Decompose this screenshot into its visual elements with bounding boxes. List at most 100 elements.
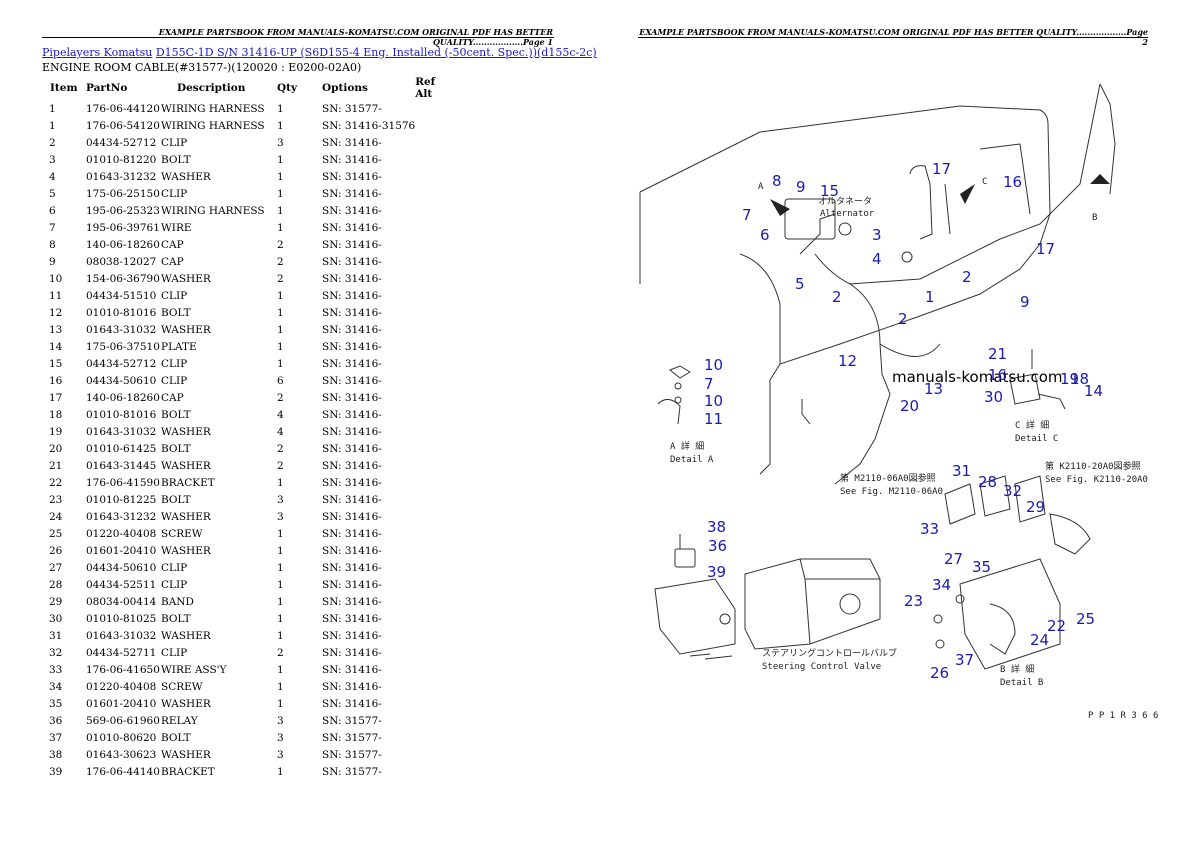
cell-quantity: 3 <box>277 714 284 727</box>
cell-item-number: 35 <box>49 697 63 710</box>
cell-description: CAP <box>161 255 184 268</box>
breadcrumb-model-link[interactable]: D155C-1D S/N 31416-UP (S6D155-4 Eng. Ins… <box>155 46 597 59</box>
callout-number: 11 <box>704 410 723 428</box>
cell-quantity: 3 <box>277 493 284 506</box>
cell-part-number: 176-06-54120 <box>86 119 160 132</box>
cell-quantity: 1 <box>277 527 284 540</box>
detail-a-label-jp: A 詳 細 <box>670 440 704 452</box>
callout-number: 6 <box>760 226 770 244</box>
cell-ref-alt <box>415 304 455 321</box>
callout-number: 16 <box>1003 173 1022 191</box>
page-header-left: EXAMPLE PARTSBOOK FROM MANUALS-KOMATSU.C… <box>158 27 553 47</box>
callout-number: 31 <box>952 462 971 480</box>
cell-options: SN: 31577- <box>322 731 382 744</box>
cell-options: SN: 31416- <box>322 323 382 336</box>
cell-options: SN: 31416-31576 <box>322 119 416 132</box>
cell-item-number: 1 <box>49 119 56 132</box>
breadcrumb-category-link[interactable]: Pipelayers Komatsu <box>42 46 153 59</box>
view-c-label: C <box>982 177 987 187</box>
callout-number: 29 <box>1026 498 1045 516</box>
cell-item-number: 29 <box>49 595 63 608</box>
cell-part-number: 176-06-44120 <box>86 102 160 115</box>
view-b-label: B <box>1092 213 1097 223</box>
col-header-ref-alt: Ref Alt <box>415 76 436 100</box>
cell-item-number: 1 <box>49 102 56 115</box>
cell-ref-alt <box>415 355 455 372</box>
cell-quantity: 1 <box>277 663 284 676</box>
cell-options: SN: 31416- <box>322 561 382 574</box>
callout-number: 26 <box>930 664 949 682</box>
cell-options: SN: 31416- <box>322 425 382 438</box>
cell-options: SN: 31416- <box>322 408 382 421</box>
cell-ref-alt <box>415 423 455 440</box>
cell-description: CLIP <box>161 561 188 574</box>
cell-quantity: 2 <box>277 238 284 251</box>
cell-quantity: 1 <box>277 765 284 778</box>
callout-number: 13 <box>924 380 943 398</box>
callout-number: 8 <box>772 172 782 190</box>
cell-options: SN: 31416- <box>322 578 382 591</box>
cell-part-number: 04434-51510 <box>86 289 157 302</box>
cell-ref-alt <box>415 661 455 678</box>
cell-options: SN: 31577- <box>322 748 382 761</box>
cell-options: SN: 31416- <box>322 527 382 540</box>
cell-part-number: 195-06-39761 <box>86 221 160 234</box>
cell-part-number: 04434-52712 <box>86 136 157 149</box>
cell-description: BOLT <box>161 731 191 744</box>
cell-options: SN: 31416- <box>322 646 382 659</box>
cell-part-number: 01643-31032 <box>86 425 157 438</box>
cell-item-number: 39 <box>49 765 63 778</box>
cell-options: SN: 31416- <box>322 204 382 217</box>
cell-quantity: 2 <box>277 442 284 455</box>
alternator-label-en: Alternator <box>820 209 875 219</box>
cell-item-number: 33 <box>49 663 63 676</box>
cell-item-number: 20 <box>49 442 63 455</box>
cell-options: SN: 31416- <box>322 170 382 183</box>
cell-ref-alt <box>415 389 455 406</box>
cell-ref-alt <box>415 219 455 236</box>
breadcrumb: Pipelayers Komatsu D155C-1D S/N 31416-UP… <box>42 46 597 59</box>
ref-fig-2-en: See Fig. K2110-20A0 <box>1045 475 1148 485</box>
cell-description: WASHER <box>161 323 211 336</box>
cell-ref-alt <box>415 644 455 661</box>
cell-quantity: 4 <box>277 408 284 421</box>
cell-part-number: 01643-31032 <box>86 323 157 336</box>
cell-quantity: 1 <box>277 612 284 625</box>
cell-ref-alt <box>415 491 455 508</box>
detail-a-label-en: Detail A <box>670 455 714 465</box>
cell-part-number: 140-06-18260 <box>86 238 160 251</box>
cell-ref-alt <box>415 746 455 763</box>
cell-part-number: 176-06-41650 <box>86 663 160 676</box>
cell-part-number: 175-06-25150 <box>86 187 160 200</box>
cell-quantity: 1 <box>277 204 284 217</box>
cell-part-number: 04434-52711 <box>86 646 157 659</box>
cell-quantity: 1 <box>277 544 284 557</box>
cell-description: WASHER <box>161 697 211 710</box>
cell-item-number: 4 <box>49 170 56 183</box>
cell-quantity: 1 <box>277 476 284 489</box>
callout-number: 9 <box>796 178 806 196</box>
cell-item-number: 21 <box>49 459 63 472</box>
cell-description: WASHER <box>161 544 211 557</box>
cell-quantity: 1 <box>277 221 284 234</box>
cell-quantity: 1 <box>277 119 284 132</box>
cell-options: SN: 31416- <box>322 238 382 251</box>
cell-ref-alt <box>415 168 455 185</box>
cell-description: CAP <box>161 238 184 251</box>
cell-item-number: 18 <box>49 408 63 421</box>
cell-item-number: 10 <box>49 272 63 285</box>
cell-item-number: 11 <box>49 289 63 302</box>
